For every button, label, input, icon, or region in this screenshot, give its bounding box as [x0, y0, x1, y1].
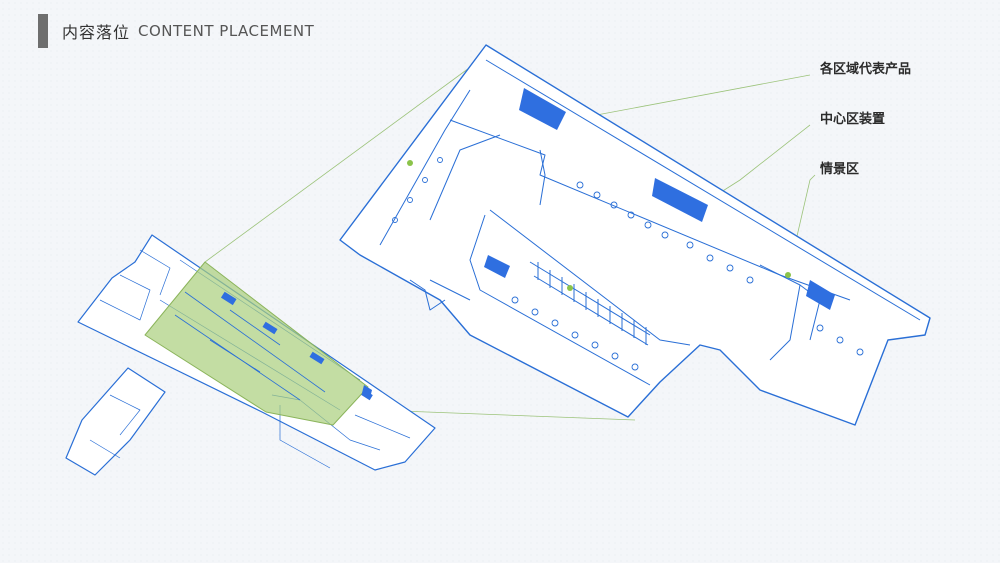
detail-screen-3 [484, 255, 510, 278]
legend-representative-products: 各区域代表产品 [820, 62, 912, 77]
leader-line-bottom [374, 409, 636, 421]
detail-screen-1 [519, 88, 566, 130]
detail-screen-5 [362, 385, 372, 398]
leader-line-top [204, 59, 481, 263]
marker-dot-3 [785, 272, 791, 278]
overview-annex [65, 367, 166, 476]
detail-outline [339, 44, 931, 426]
marker-dot-2 [567, 285, 573, 291]
legend-scenario-zone: 情景区 [820, 162, 860, 177]
detail-screen-2 [652, 178, 708, 222]
page-header: 内容落位 CONTENT PLACEMENT [38, 14, 314, 48]
overview-screen-1 [220, 291, 237, 306]
overview-screen-3 [309, 351, 325, 365]
page-title-cn: 内容落位 [62, 23, 131, 42]
overview-plan [65, 234, 436, 476]
marker-dot-1 [407, 160, 413, 166]
legend-center-installation: 中心区装置 [820, 112, 886, 127]
header-accent-bar [38, 14, 48, 48]
center-installation [529, 261, 651, 346]
detail-plan [339, 44, 931, 426]
overview-screen-2 [262, 321, 278, 335]
detail-screen-4 [806, 280, 835, 310]
product-markers [392, 157, 864, 371]
page-title-en: CONTENT PLACEMENT [138, 22, 315, 40]
